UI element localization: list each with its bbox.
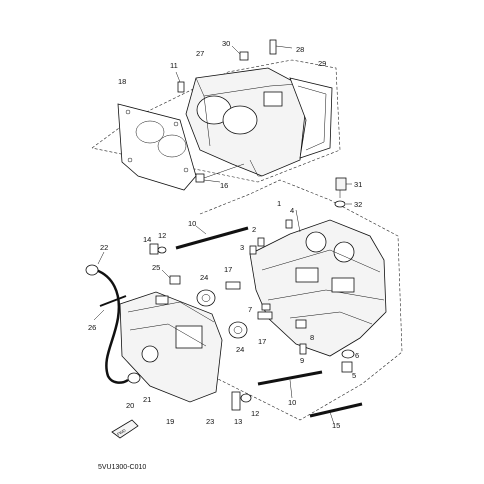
callout-13: 13 — [234, 417, 242, 426]
callout-32: 32 — [354, 200, 362, 209]
callout-17-top: 17 — [224, 265, 232, 274]
callout-25: 25 — [152, 263, 160, 272]
callout-1: 1 — [277, 199, 281, 208]
fitting-9 — [299, 343, 307, 355]
callout-10-bottom: 10 — [288, 398, 296, 407]
dowel-3 — [249, 245, 257, 255]
callout-24-top: 24 — [200, 273, 208, 282]
callout-12-top: 12 — [158, 231, 166, 240]
callout-labels: 1 2 3 4 5 6 7 8 9 10 10 11 12 12 13 14 1… — [88, 39, 362, 430]
crankcase-cover — [119, 291, 223, 403]
callout-6: 6 — [355, 351, 359, 360]
callout-4: 4 — [290, 206, 294, 215]
head-group-outline — [199, 179, 403, 421]
bolt-17-bottom — [257, 311, 273, 320]
oil-hose — [85, 251, 129, 384]
plug-5 — [341, 361, 353, 373]
washer-12-bottom — [240, 393, 252, 403]
stud-bolt-10-top — [175, 225, 249, 250]
diagram-code: 5VU1300-C010 — [98, 464, 146, 471]
washer-6 — [341, 349, 355, 359]
callout-26: 26 — [88, 323, 96, 332]
callout-16: 16 — [220, 181, 228, 190]
fitting-4 — [285, 219, 293, 229]
callout-3: 3 — [240, 243, 244, 252]
stud-28 — [269, 39, 293, 55]
callout-8: 8 — [310, 333, 314, 342]
bolt-14 — [149, 243, 159, 255]
callout-14: 14 — [143, 235, 151, 244]
oil-seal-24-top — [196, 289, 216, 307]
oil-pressure-switch — [334, 177, 352, 208]
cylinder-right-gasket — [289, 77, 333, 159]
callout-11: 11 — [170, 61, 178, 70]
stud-bolt-10-bottom — [257, 370, 323, 399]
callout-31: 31 — [354, 180, 362, 189]
callout-17-bottom: 17 — [258, 337, 266, 346]
callout-18: 18 — [118, 77, 126, 86]
callout-28: 28 — [296, 45, 304, 54]
washer-12-top — [157, 246, 167, 254]
fwd-arrow-badge: FWD — [111, 419, 139, 439]
bolt-17-top — [225, 281, 241, 290]
crankcase-head-assembly — [249, 209, 387, 357]
callout-7: 7 — [248, 305, 252, 314]
callout-30: 30 — [222, 39, 230, 48]
bolt-16 — [195, 163, 245, 183]
bolt-13 — [231, 391, 241, 411]
fitting-7 — [261, 303, 271, 311]
fwd-badge-text: FWD — [116, 428, 126, 437]
cylinder-block — [185, 67, 307, 177]
bolt-25 — [161, 269, 181, 285]
fitting-8 — [295, 319, 307, 329]
dowel-pin-30 — [231, 45, 249, 61]
callout-5: 5 — [352, 371, 356, 380]
callout-21: 21 — [143, 395, 151, 404]
callout-23: 23 — [206, 417, 214, 426]
stud-bolt-11 — [175, 71, 185, 93]
callout-22: 22 — [100, 243, 108, 252]
callout-27: 27 — [196, 49, 204, 58]
callout-10-top: 10 — [188, 219, 196, 228]
callout-19: 19 — [166, 417, 174, 426]
callout-29: 29 — [318, 59, 326, 68]
callout-9: 9 — [300, 356, 304, 365]
hose-clamp-21 — [127, 372, 141, 384]
callout-12-bottom: 12 — [251, 409, 259, 418]
callout-15: 15 — [332, 421, 340, 430]
dowel-2 — [257, 237, 265, 247]
oil-seal-24-bottom — [228, 321, 248, 339]
cylinder-gasket — [117, 103, 197, 191]
callout-20: 20 — [126, 401, 134, 410]
stud-bolt-15 — [309, 402, 363, 425]
callout-2: 2 — [252, 225, 256, 234]
bolt-26 — [93, 295, 127, 321]
callout-24-bottom: 24 — [236, 345, 244, 354]
